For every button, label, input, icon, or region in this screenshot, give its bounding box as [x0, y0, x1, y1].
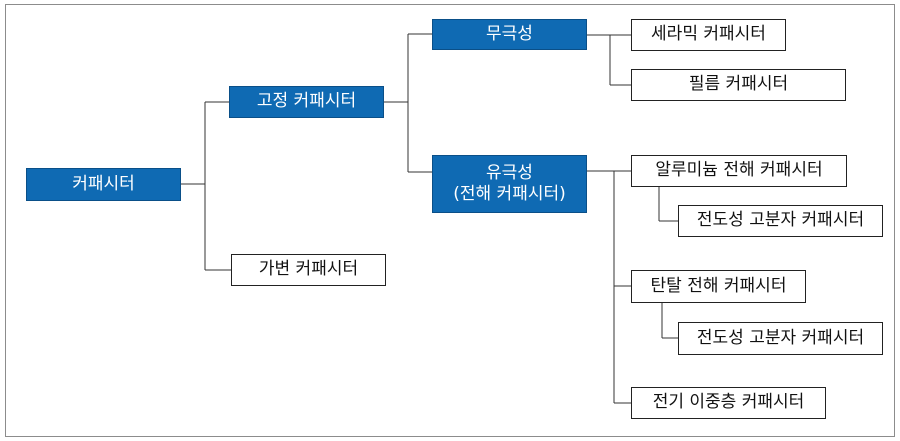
node-fixed-capacitor: 고정 커패시터	[229, 86, 384, 118]
node-capacitor: 커패시터	[26, 168, 181, 201]
node-nonpolar-label: 무극성	[486, 23, 533, 44]
node-capacitor-label: 커패시터	[72, 173, 135, 194]
node-ceramic-capacitor: 세라믹 커패시터	[631, 19, 786, 51]
node-edlc-label: 전기 이중층 커패시터	[652, 392, 805, 413]
node-conductive-polymer-aluminum-label: 전도성 고분자 커패시터	[696, 210, 865, 231]
node-variable-capacitor-label: 가변 커패시터	[258, 259, 359, 280]
node-polar-label-line1: 유극성	[486, 162, 533, 183]
node-film-capacitor: 필름 커패시터	[631, 69, 846, 101]
node-polar: 유극성 (전해 커패시터)	[432, 155, 587, 213]
node-conductive-polymer-tantalum: 전도성 고분자 커패시터	[678, 322, 883, 355]
node-aluminum-electrolytic-label: 알루미늄 전해 커패시터	[655, 160, 823, 181]
node-fixed-capacitor-label: 고정 커패시터	[256, 91, 357, 112]
node-polar-label-line2: (전해 커패시터)	[453, 184, 566, 204]
node-tantalum-electrolytic-label: 탄탈 전해 커패시터	[650, 275, 787, 296]
node-tantalum-electrolytic: 탄탈 전해 커패시터	[631, 270, 806, 303]
node-film-capacitor-label: 필름 커패시터	[688, 74, 789, 95]
node-nonpolar: 무극성	[432, 19, 587, 50]
node-variable-capacitor: 가변 커패시터	[231, 254, 386, 286]
node-aluminum-electrolytic: 알루미늄 전해 커패시터	[631, 155, 847, 187]
node-conductive-polymer-aluminum: 전도성 고분자 커패시터	[678, 205, 883, 237]
node-conductive-polymer-tantalum-label: 전도성 고분자 커패시터	[696, 327, 865, 348]
node-edlc: 전기 이중층 커패시터	[631, 387, 826, 419]
node-ceramic-capacitor-label: 세라믹 커패시터	[651, 24, 766, 45]
